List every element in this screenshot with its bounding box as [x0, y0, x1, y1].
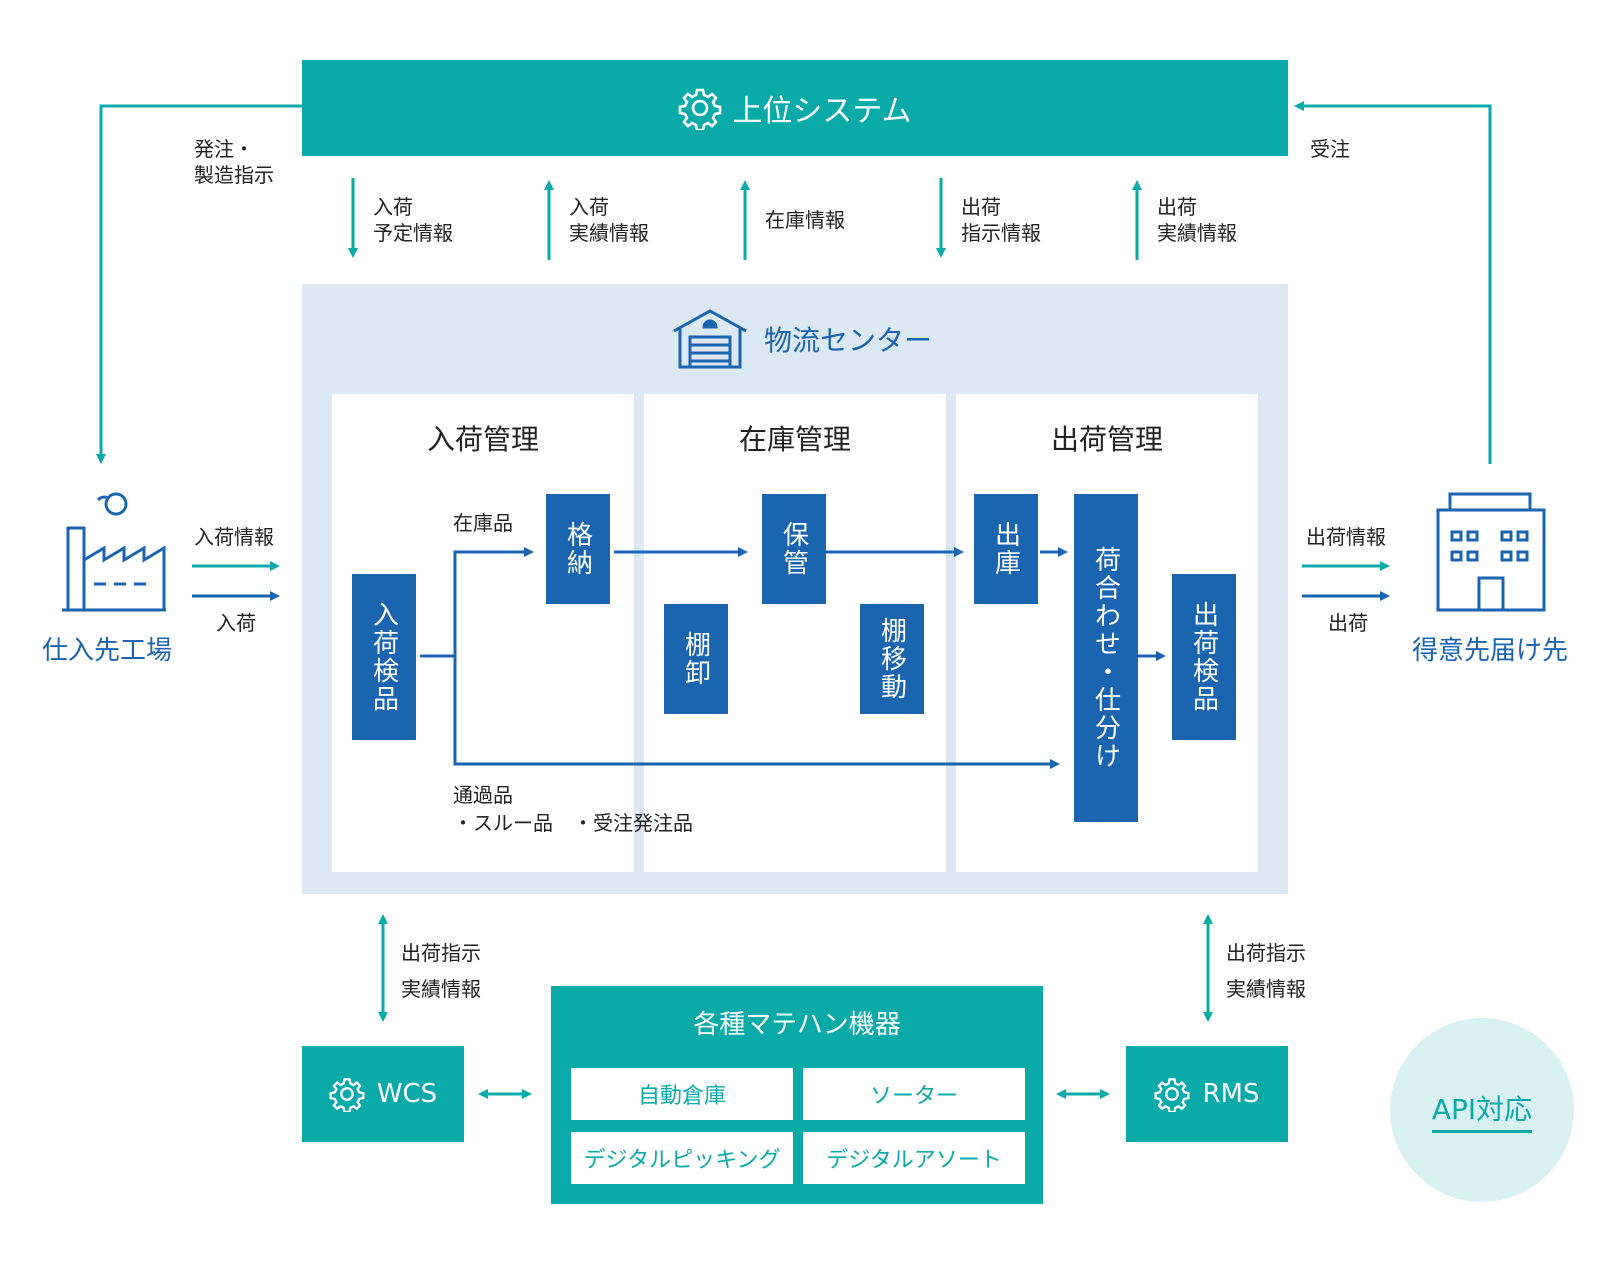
top-system-bar: 上位システム: [302, 60, 1288, 156]
factory-icon: [62, 492, 166, 612]
zone-outbound-title: 出荷管理: [1050, 423, 1163, 456]
zone-inbound-title: 入荷管理: [426, 423, 539, 456]
order-received-label: 受注: [1310, 137, 1350, 161]
api-badge-label: API対応: [1431, 1088, 1533, 1133]
supplier-info-label: 入荷情報: [194, 525, 274, 549]
stock-flow-line-top: [420, 547, 534, 658]
pass-flow-line-top: [453, 656, 1060, 769]
storage-box: 格納: [546, 494, 610, 604]
wcs-box: WCS: [302, 1046, 464, 1142]
order-flow-line: [96, 104, 302, 464]
equipment-title: 各種マテハン機器: [693, 1010, 901, 1040]
building-icon: [1436, 492, 1546, 612]
center-title-label: 物流センター: [764, 324, 933, 357]
picking-out-box: 出庫: [974, 494, 1038, 604]
wcs-label: WCS: [376, 1079, 438, 1109]
warehouse-icon: [673, 309, 747, 369]
top-system-label: 上位システム: [732, 94, 912, 129]
rms-link-label-1: 出荷指示: [1226, 941, 1306, 965]
pass-item-detail: ・スルー品 ・受注発注品: [453, 811, 693, 835]
customer-info-label: 出荷情報: [1306, 525, 1386, 549]
zone-stock-title: 在庫管理: [738, 423, 851, 456]
inbound-result-label: 入荷 実績情報: [569, 195, 649, 245]
gear-icon: [679, 88, 722, 130]
keeping-box: 保管: [762, 494, 826, 604]
equipment-item-digital-assort: デジタルアソート: [803, 1132, 1025, 1184]
order-received-line: [1294, 101, 1492, 464]
assort-box: 荷合わせ・仕分け: [1074, 494, 1138, 822]
pass-item-label: 通過品: [453, 783, 513, 807]
supplier-goods-label: 入荷: [216, 611, 256, 635]
customer-label: 得意先届け先: [1412, 636, 1569, 666]
customer-goods-label: 出荷: [1328, 611, 1368, 635]
wcs-link-label-2: 実績情報: [401, 977, 481, 1001]
stocktaking-box: 棚卸: [664, 604, 728, 714]
rms-box: RMS: [1126, 1046, 1288, 1142]
equipment-box: 各種マテハン機器 自動倉庫 ソーター デジタルピッキング デジタルアソート: [551, 986, 1043, 1204]
stock-info-label: 在庫情報: [765, 208, 845, 232]
rms-link-label-2: 実績情報: [1226, 977, 1306, 1001]
api-badge[interactable]: API対応: [1390, 1018, 1574, 1202]
supplier-label: 仕入先工場: [42, 636, 173, 666]
equipment-item-digital-picking: デジタルピッキング: [571, 1132, 793, 1184]
equipment-item-auto-warehouse: 自動倉庫: [571, 1068, 793, 1120]
wcs-link-label-1: 出荷指示: [401, 941, 481, 965]
inbound-plan-label: 入荷 予定情報: [373, 195, 453, 245]
stock-item-label: 在庫品: [453, 511, 513, 535]
order-instruction-label: 発注・ 製造指示: [194, 137, 274, 187]
gear-icon: [329, 1078, 365, 1112]
shelf-move-box: 棚移動: [860, 604, 924, 714]
outbound-inspection-box: 出荷検品: [1172, 574, 1236, 740]
outbound-result-label: 出荷 実績情報: [1157, 195, 1237, 245]
inbound-inspection-box: 入荷検品: [352, 574, 416, 740]
center-title: 物流センター: [670, 304, 932, 374]
rms-label: RMS: [1202, 1079, 1260, 1109]
gear-icon: [1154, 1078, 1190, 1112]
equipment-item-sorter: ソーター: [803, 1068, 1025, 1120]
outbound-instruction-label: 出荷 指示情報: [961, 195, 1041, 245]
